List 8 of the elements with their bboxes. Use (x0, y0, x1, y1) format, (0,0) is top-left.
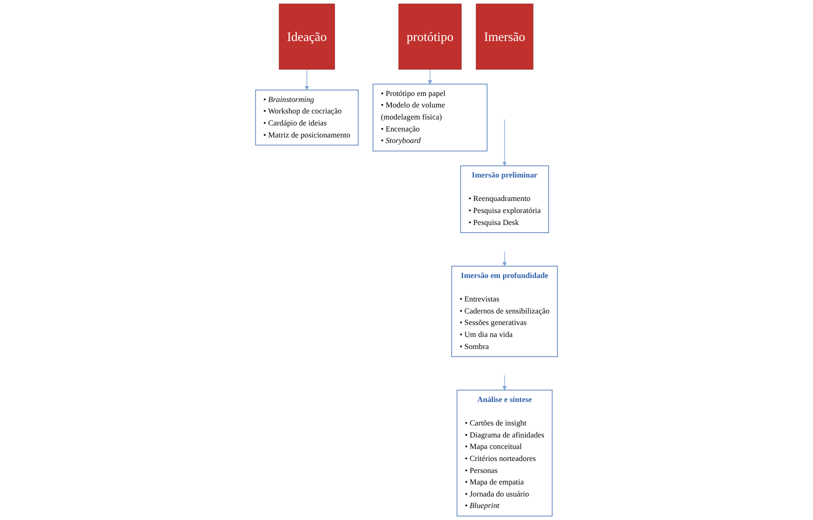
node-box: Imersão (476, 4, 534, 70)
node-box: protótipo (398, 4, 462, 70)
arrow (502, 251, 507, 266)
arrow (304, 69, 310, 90)
node-box: Ideação (278, 4, 335, 70)
arrow (502, 119, 507, 166)
arrow (428, 69, 432, 84)
arrow (502, 375, 507, 390)
